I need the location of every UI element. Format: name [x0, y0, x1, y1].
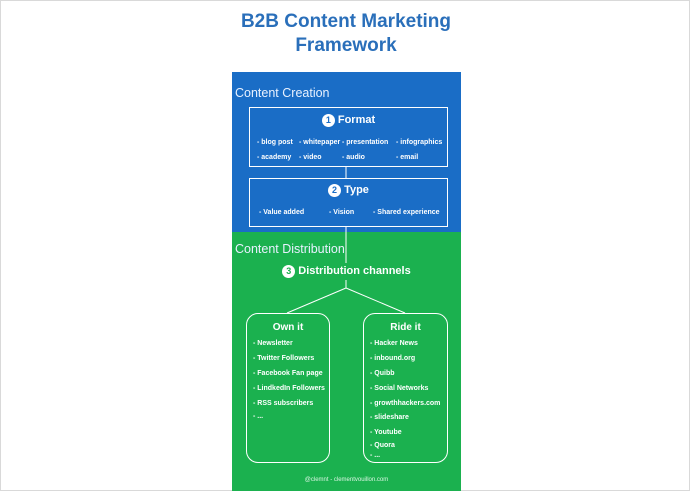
- diagram-title-line1: B2B Content Marketing: [240, 11, 452, 32]
- content-creation-panel: [232, 72, 461, 232]
- branch-ride-it: [345, 287, 406, 314]
- format-item: - audio: [342, 154, 365, 161]
- content-distribution-label: Content Distribution: [235, 242, 345, 256]
- format-item: - email: [396, 154, 419, 161]
- type-item: - Shared experience: [373, 209, 440, 216]
- own-it-item: - ...: [253, 413, 264, 420]
- content-creation-label: Content Creation: [235, 86, 330, 100]
- ride-it-item: - inbound.org: [370, 355, 416, 362]
- format-item: - whitepaper: [299, 139, 341, 146]
- ride-it-item: - Quora: [370, 442, 395, 449]
- format-item: - blog post: [257, 139, 293, 146]
- ride-it-item: - Quibb: [370, 370, 395, 377]
- format-item: - academy: [257, 154, 292, 161]
- format-item: - presentation: [342, 139, 389, 146]
- diagram-title-line2: Framework: [295, 35, 397, 56]
- own-it-title: Own it: [272, 322, 304, 333]
- type-item: - Value added: [259, 209, 305, 216]
- distribution-title: Distribution channels: [298, 265, 411, 277]
- ride-it-box: Ride it - Hacker News - inbound.org - Qu…: [363, 313, 448, 463]
- own-it-item: - LindkedIn Followers: [253, 385, 325, 392]
- own-it-item: - Newsletter: [253, 340, 293, 347]
- footer-credit: @clemnt - clementvouillon.com: [304, 477, 389, 483]
- branch-own-it: [286, 287, 347, 314]
- step-2-badge: 2: [328, 184, 342, 197]
- ride-it-item: - Youtube: [370, 429, 402, 436]
- format-title: Format: [337, 114, 376, 126]
- step-1-badge: 1: [321, 114, 335, 127]
- own-it-item: - Twitter Followers: [253, 355, 315, 362]
- ride-it-item: - Hacker News: [370, 340, 418, 347]
- format-item: - infographics: [396, 139, 443, 146]
- ride-it-title: Ride it: [390, 322, 421, 333]
- own-it-item: - RSS subscribers: [253, 400, 314, 407]
- type-item: - Vision: [329, 209, 355, 216]
- ride-it-item: - slideshare: [370, 414, 409, 421]
- step-3-badge: 3: [282, 265, 296, 278]
- ride-it-item: - Social Networks: [370, 385, 429, 392]
- ride-it-item: - growthhackers.com: [370, 400, 441, 407]
- ride-it-item: - ...: [370, 452, 381, 459]
- own-it-box: Own it - Newsletter - Twitter Followers …: [246, 313, 330, 463]
- own-it-item: - Facebook Fan page: [253, 370, 323, 377]
- type-title: Type: [344, 184, 369, 196]
- format-item: - video: [299, 154, 322, 161]
- content-distribution-panel: [232, 232, 461, 491]
